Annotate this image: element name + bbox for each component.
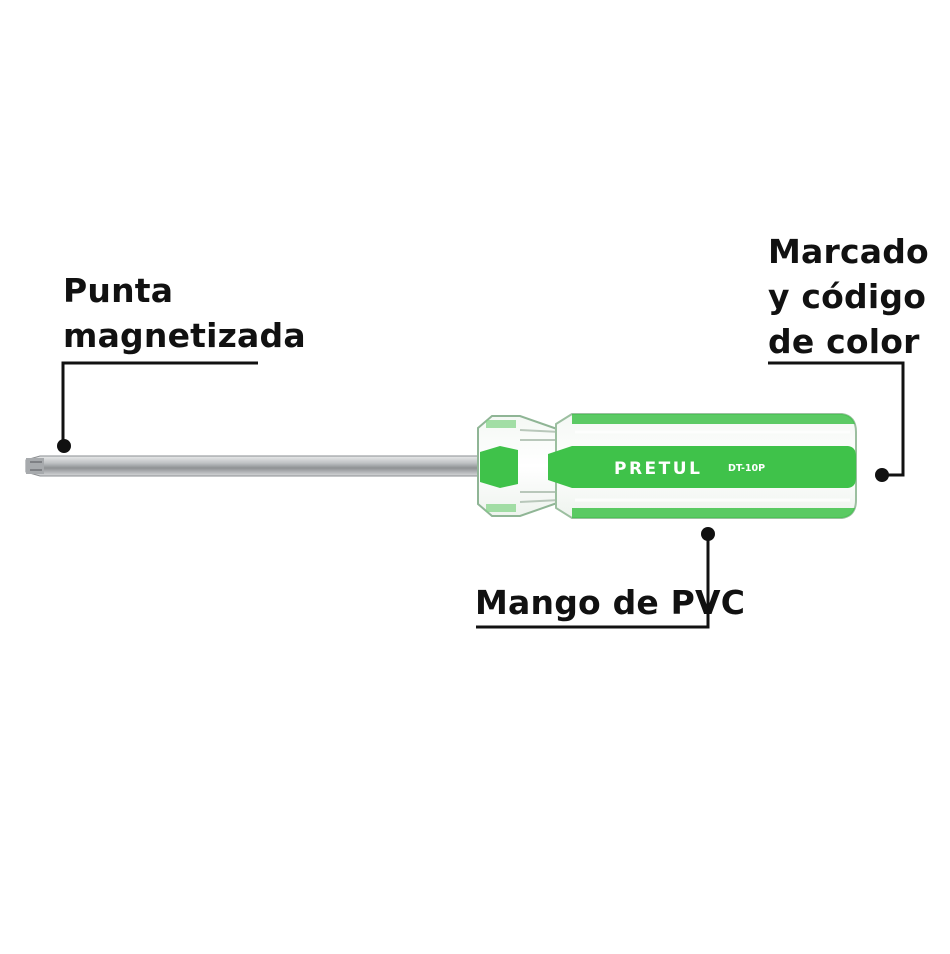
callout-label-magnetized-tip: Punta magnetizada [63, 268, 306, 358]
callout-marking-leader [768, 361, 905, 482]
callout-dot [57, 439, 71, 453]
callout-text-line: y código [768, 277, 927, 316]
callout-tip-leader [57, 361, 258, 453]
callout-text-line: Punta [63, 271, 174, 310]
callout-text-line: de color [768, 322, 920, 361]
callout-text-line: Marcado [768, 232, 929, 271]
brand-text: PRETUL [614, 459, 702, 479]
model-text: DT-10P [728, 463, 765, 474]
callout-dot [875, 468, 889, 482]
screwdriver-handle: PRETUL DT-10P [477, 413, 857, 519]
screwdriver-shaft [25, 455, 481, 477]
callout-text-line: Mango de PVC [475, 583, 746, 622]
callout-text-line: magnetizada [63, 316, 306, 355]
callout-label-pvc-handle: Mango de PVC [475, 580, 745, 625]
callout-handle-leader [476, 527, 715, 629]
callout-label-marking-color-code: Marcado y código de color [768, 229, 929, 364]
torx-tip [26, 458, 44, 474]
callout-dot [701, 527, 715, 541]
